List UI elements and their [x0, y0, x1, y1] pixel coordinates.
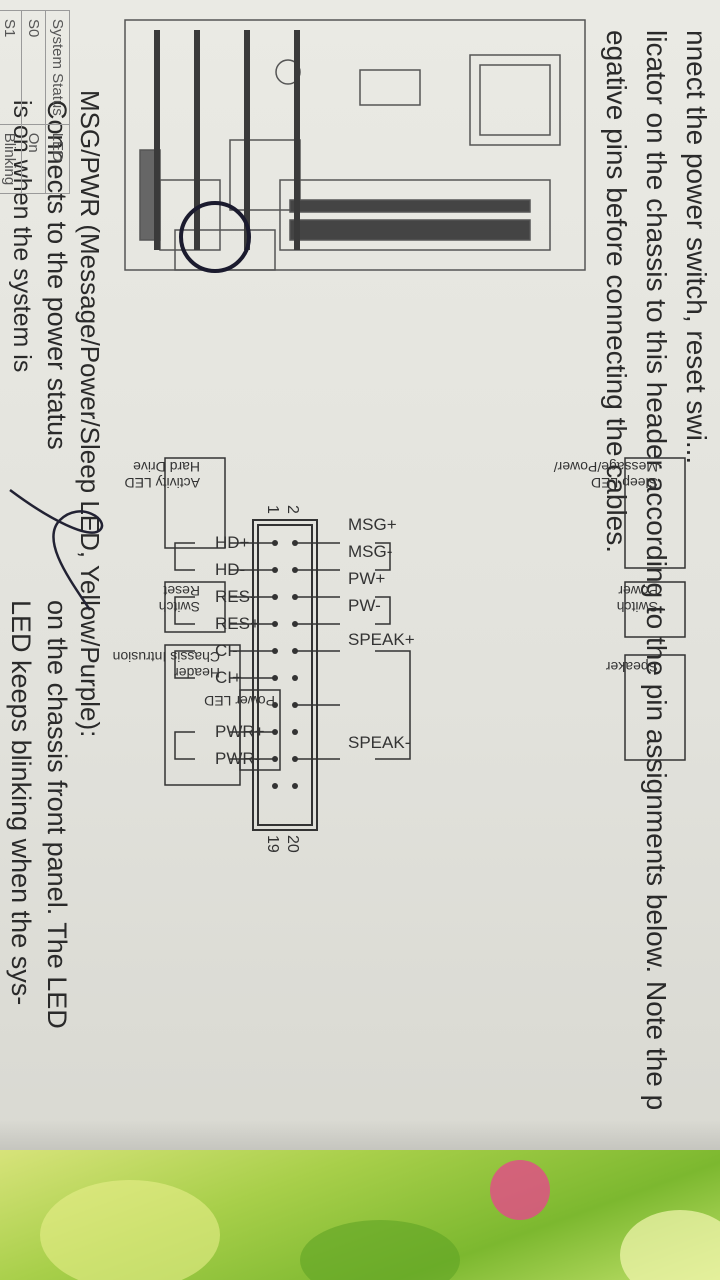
box-power-switch: [624, 581, 686, 638]
led-status-table: System Status LED S0 On S1 Blinking: [0, 10, 70, 194]
pen-mark: [9, 488, 104, 611]
pin-number-1: 1: [264, 505, 281, 514]
box-label-reset-2: Switch: [159, 599, 200, 615]
motherboard-thumbnail: [124, 19, 586, 271]
pin-label-pwr-minus: PWR-: [215, 749, 260, 768]
pin-label-msg-minus: MSG-: [348, 542, 392, 561]
table-cell: On: [21, 124, 46, 194]
header-highlight-circle: [179, 201, 251, 273]
box-label-reset-1: Reset: [163, 583, 200, 599]
box-label-msg-2: Sleep LED: [591, 475, 658, 491]
table-cell: Blinking: [0, 124, 22, 194]
pcie-slots: [154, 30, 300, 250]
table-row: S0 On: [21, 10, 46, 194]
box-label-power-led: Power LED: [204, 693, 275, 709]
manual-page: [0, 0, 720, 1150]
box-label-msg-1: Message/Power/: [554, 459, 658, 475]
box-label-chassis-2: Header: [174, 665, 220, 681]
box-reset-switch: [164, 581, 226, 633]
box-hdd-led: [164, 457, 226, 549]
pin-label-res-minus: RES-: [215, 587, 256, 606]
box-label-power-1: Power: [618, 583, 658, 599]
box-label-speaker: Speaker: [606, 659, 658, 675]
table-row: S1 Blinking: [0, 10, 22, 194]
top-leads: [174, 542, 411, 760]
table-cell: S1: [0, 10, 22, 125]
box-label-hdd-1: Hard Drive: [133, 459, 200, 475]
pin-number-20: 20: [284, 835, 301, 853]
pin-number-19: 19: [264, 835, 281, 853]
section-title: MSG/PWR (Message/Power/Sleep LED, Yellow…: [75, 90, 105, 738]
box-power-led: [239, 689, 281, 771]
table-cell: S0: [21, 10, 46, 125]
pins: [272, 540, 298, 789]
table-header-status: System Status: [45, 10, 70, 125]
pin-label-speak-plus: SPEAK+: [348, 630, 415, 649]
pin-label-ci-plus: CI+: [215, 668, 242, 687]
table-header-led: LED: [45, 124, 70, 194]
front-panel-diagram: 2 1 20 19 MSG+ MSG- PW+ P: [113, 19, 686, 853]
pin-header: [252, 519, 318, 831]
pin-label-pw-plus: PW+: [348, 569, 385, 588]
pin-label-pw-minus: PW-: [348, 596, 381, 615]
desc-line-1b: on the chassis front panel. The LED: [42, 600, 72, 1029]
tablecloth: [0, 1150, 720, 1280]
box-label-power-2: Switch: [617, 599, 658, 615]
box-speaker: [624, 654, 686, 761]
box-msg-led: [624, 457, 686, 569]
desc-line-2b: LED keeps blinking when the sys-: [6, 600, 36, 1006]
pin-label-msg-plus: MSG+: [348, 515, 397, 534]
pin-label-res-plus: RES+: [215, 614, 260, 633]
pin-number-2: 2: [284, 505, 301, 514]
rotated-manual-content: nnect the power switch, reset swi... lic…: [0, 10, 712, 1110]
pin-label-hd-minus: HD-: [215, 560, 245, 579]
pin-label-speak-minus: SPEAK-: [348, 733, 410, 752]
box-label-hdd-2: Activity LED: [125, 475, 200, 491]
box-label-chassis-1: Chassis Intrusion: [113, 649, 220, 665]
pin-label-hd-plus: HD+: [215, 533, 250, 552]
